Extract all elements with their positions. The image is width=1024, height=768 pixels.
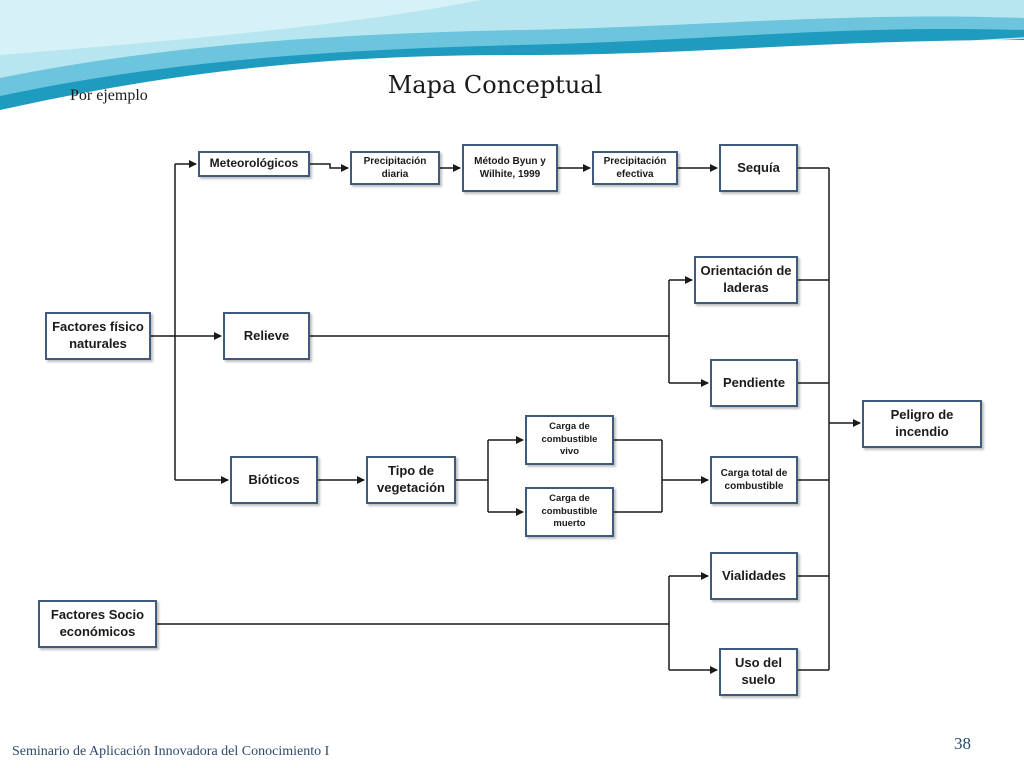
node-relieve: Relieve <box>223 312 310 360</box>
node-meteorologicos: Meteorológicos <box>198 151 310 177</box>
node-precipitacion-efectiva: Precipitación efectiva <box>592 151 678 185</box>
node-pendiente: Pendiente <box>710 359 798 407</box>
node-uso-suelo: Uso del suelo <box>719 648 798 696</box>
slide-subtitle: Por ejemplo <box>70 87 148 104</box>
node-tipo-vegetacion: Tipo de vegetación <box>366 456 456 504</box>
node-peligro-incendio: Peligro de incendio <box>862 400 982 448</box>
node-factores-socio-economicos: Factores Socio económicos <box>38 600 157 648</box>
node-carga-combustible-muerto: Carga de combustible muerto <box>525 487 614 537</box>
slide-title: Mapa Conceptual <box>387 71 603 99</box>
node-metodo-byun-wilhite: Método Byun y Wilhite, 1999 <box>462 144 558 192</box>
header-wave-decoration <box>0 0 1024 113</box>
footer-text: Seminario de Aplicación Innovadora del C… <box>12 744 330 759</box>
node-precipitacion-diaria: Precipitación diaria <box>350 151 440 185</box>
node-vialidades: Vialidades <box>710 552 798 600</box>
node-factores-fisico-naturales: Factores físico naturales <box>45 312 151 360</box>
node-bioticos: Bióticos <box>230 456 318 504</box>
node-orientacion-laderas: Orientación de laderas <box>694 256 798 304</box>
connector-meteo-precip <box>310 163 349 172</box>
node-carga-combustible-vivo: Carga de combustible vivo <box>525 415 614 465</box>
node-sequia: Sequía <box>719 144 798 192</box>
node-carga-total-combustible: Carga total de combustible <box>710 456 798 504</box>
page-number: 38 <box>954 734 971 753</box>
